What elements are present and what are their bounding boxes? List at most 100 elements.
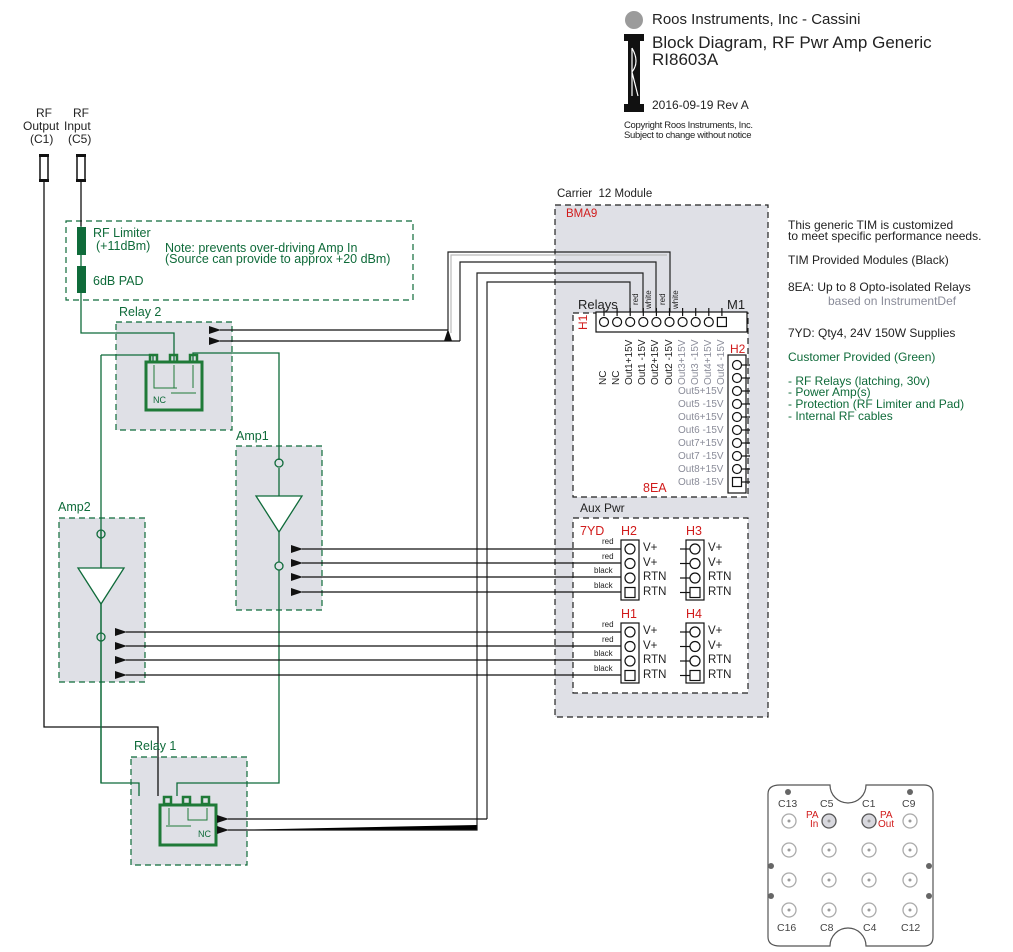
h1-pin-label: Out2+15V: [650, 339, 662, 385]
wire-color-label: red: [658, 293, 667, 305]
relays-module-id: M1: [727, 297, 746, 312]
aux-pwr-type: 7YD: [580, 524, 605, 538]
aux-header-name: H1: [621, 607, 637, 621]
relay1-box: [130, 756, 248, 866]
aux-wire-label: red: [602, 620, 614, 629]
connector-hole-center: [908, 908, 912, 912]
connector-panel: [767, 784, 934, 947]
aux-pin: [624, 557, 636, 570]
carrier-slot: BMA9: [566, 208, 598, 220]
aux-pin-label: V+: [708, 542, 723, 554]
connector-hole-center: [787, 878, 791, 882]
aux-pin-label: V+: [643, 542, 658, 554]
aux-pin: [689, 640, 701, 653]
aux-pin-label: V+: [643, 639, 658, 652]
pad-label: 6dB PAD: [93, 274, 144, 288]
h2-pin: [731, 463, 743, 475]
connector-hole-center: [787, 908, 791, 912]
aux-pin: [624, 640, 636, 653]
aux-pin-label: RTN: [708, 654, 732, 666]
h2-pin: [731, 424, 743, 436]
note-8ea: 8EA: Up to 8 Opto-isolated Relays: [788, 280, 971, 294]
note-intro-1: This generic TIM is customized: [788, 218, 954, 232]
h1-pin-label: Out1 -15V: [637, 339, 649, 385]
h2-pin: [731, 398, 743, 410]
wire-color-label: white: [644, 290, 653, 309]
amp1-symbol: [254, 458, 304, 571]
h2-pin-label: Out7 -15V: [678, 451, 724, 462]
aux-pin: [689, 626, 701, 638]
rf-input-connector: [76, 154, 86, 182]
mounting-screw: [907, 789, 913, 795]
mounting-screw: [768, 893, 774, 899]
mounting-screw: [768, 863, 774, 869]
mounting-screw: [785, 789, 791, 795]
h1-pin-square: [716, 316, 728, 328]
part-number: RI8603A: [652, 50, 719, 69]
note-customer-item: - Protection (RF Limiter and Pad): [788, 397, 965, 411]
pad-icon: [77, 266, 86, 293]
aux-pin: [624, 543, 636, 555]
aux-pin: [689, 543, 701, 555]
note-8ea-sub: based on InstrumentDef: [828, 294, 957, 308]
note-customer-item: - Internal RF cables: [788, 409, 893, 423]
aux-pin-label: RTN: [643, 654, 667, 666]
connector-hole-center: [827, 848, 831, 852]
h1-pin: [690, 316, 701, 328]
relays-module-type: 8EA: [643, 481, 667, 495]
aux-header-body: [620, 539, 640, 601]
company-name: Roos Instruments, Inc - Cassini: [652, 11, 861, 28]
h2-pin-square: [731, 476, 743, 488]
connector-hole-center: [908, 819, 912, 823]
h1-pin-label: Out3+15V: [676, 339, 688, 385]
connector-hole-center: [867, 848, 871, 852]
aux-wire-label: black: [594, 649, 613, 658]
relays-module-box: [572, 312, 749, 498]
rf-output-label: RF: [36, 106, 52, 120]
aux-pin: [624, 572, 636, 584]
rf-output-connector: [39, 154, 49, 182]
aux-pin-label: RTN: [643, 585, 667, 598]
h2-label: H2: [730, 342, 746, 356]
h2-pin: [731, 450, 743, 462]
note-customer-provided: Customer Provided (Green): [788, 350, 936, 364]
aux-pin-label: RTN: [643, 668, 667, 681]
aux-header-name: H4: [686, 607, 702, 621]
h2-pin-label: Out5+15V: [678, 386, 724, 397]
aux-pin: [624, 626, 636, 638]
date-rev: 2016-09-19 Rev A: [652, 98, 749, 112]
protection-note-2: (Source can provide to approx +20 dBm): [165, 252, 391, 266]
relays-h2-header: [727, 354, 750, 494]
h2-pin-label: Out5 -15V: [678, 399, 724, 410]
notice: Subject to change without notice: [624, 130, 752, 141]
wire-color-label: white: [671, 290, 680, 309]
aux-pin-label: RTN: [643, 571, 667, 583]
carrier-title: Carrier 12 Module: [557, 188, 653, 200]
h1-pin-label: NC: [611, 370, 623, 385]
port-label: C5: [820, 798, 834, 810]
h2-pin: [731, 359, 743, 371]
mounting-screw: [926, 893, 932, 899]
h2-pin-label: Out8+15V: [678, 464, 724, 475]
aux-header-body: [685, 622, 705, 684]
h1-pin: [625, 316, 636, 328]
port-label: C9: [902, 798, 916, 810]
connector-hole-center: [867, 878, 871, 882]
port-label: C13: [778, 798, 798, 810]
h1-pin-label: Out1+15V: [624, 339, 636, 385]
aux-pin-square: [689, 586, 701, 599]
page-title: Block Diagram, RF Pwr Amp Generic: [652, 33, 932, 52]
relay1-ctrl-wire-2: [217, 825, 478, 834]
h1-pin-label: Out3 -15V: [689, 339, 701, 385]
h1-pin-label: Out4+15V: [702, 339, 714, 385]
relay1-label: Relay 1: [134, 739, 177, 753]
aux-pin-label: V+: [708, 556, 723, 569]
h2-pin-label: Out8 -15V: [678, 477, 724, 488]
connector-hole-center: [867, 908, 871, 912]
rf-input-label-2: Input: [64, 119, 91, 133]
aux-pin-label: V+: [708, 639, 723, 652]
h2-pin: [731, 385, 743, 397]
mounting-screw: [926, 863, 932, 869]
connector-hole-center: [827, 819, 831, 823]
h1-pin: [664, 316, 675, 328]
